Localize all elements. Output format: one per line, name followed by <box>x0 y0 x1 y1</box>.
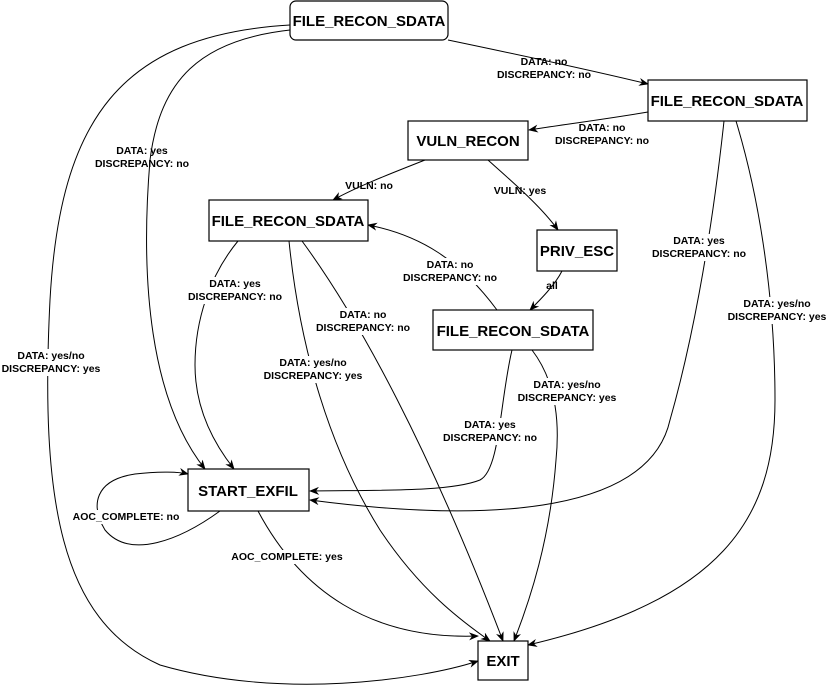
svg-text:AOC_COMPLETE: yes: AOC_COMPLETE: yes <box>231 551 343 563</box>
edge-n3-to-exit-a <box>301 240 504 642</box>
svg-text:DATA: yes/no: DATA: yes/no <box>17 350 84 362</box>
label-exfil-self-loop: AOC_COMPLETE: no <box>68 510 184 524</box>
label-n3-to-exfil: DATA: yes DISCREPANCY: no <box>185 277 285 304</box>
edge-vuln-to-priv <box>487 159 559 231</box>
label-priv-to-n4: all <box>546 280 558 292</box>
label-n1-to-exfil: DATA: yes DISCREPANCY: no <box>95 145 189 170</box>
svg-text:DATA: yes: DATA: yes <box>209 278 261 290</box>
label-n2-to-vuln: DATA: no DISCREPANCY: no <box>555 122 649 147</box>
svg-text:DISCREPANCY: no: DISCREPANCY: no <box>403 272 497 284</box>
svg-text:AOC_COMPLETE: no: AOC_COMPLETE: no <box>73 511 180 523</box>
svg-text:DISCREPANCY: no: DISCREPANCY: no <box>443 432 537 444</box>
svg-text:DISCREPANCY: yes: DISCREPANCY: yes <box>264 370 363 382</box>
svg-text:DATA: no: DATA: no <box>340 309 387 321</box>
svg-text:FILE_RECON_SDATA: FILE_RECON_SDATA <box>293 13 446 30</box>
svg-text:DATA: no: DATA: no <box>427 259 474 271</box>
edge-priv-to-n4 <box>529 270 563 311</box>
svg-text:PRIV_ESC: PRIV_ESC <box>540 243 614 260</box>
edge-n1-to-n2 <box>447 39 649 86</box>
svg-text:DATA: yes/no: DATA: yes/no <box>743 298 810 310</box>
edge-exfil-self-loop <box>96 467 221 546</box>
edge-n4-to-n3 <box>367 222 498 311</box>
edge-n2-to-exit <box>527 120 776 647</box>
edge-exfil-to-exit <box>257 510 479 641</box>
svg-text:EXIT: EXIT <box>486 653 519 670</box>
svg-text:DATA: no: DATA: no <box>521 56 568 68</box>
svg-text:DATA: yes: DATA: yes <box>464 419 516 431</box>
svg-text:DATA: yes: DATA: yes <box>673 235 725 247</box>
svg-text:FILE_RECON_SDATA: FILE_RECON_SDATA <box>651 93 804 110</box>
edge-n2-to-vuln <box>528 111 649 133</box>
node-vuln-recon: VULN_RECON <box>407 120 529 161</box>
svg-text:VULN: yes: VULN: yes <box>494 185 547 197</box>
edge-n3-to-exit-b <box>288 240 491 642</box>
svg-text:DISCREPANCY: no: DISCREPANCY: no <box>652 248 746 260</box>
svg-text:DATA: yes/no: DATA: yes/no <box>533 379 600 391</box>
label-n3-to-exit-a: DATA: no DISCREPANCY: no <box>313 308 413 335</box>
label-n1-to-exit: DATA: yes/no DISCREPANCY: yes <box>0 349 103 376</box>
svg-text:DISCREPANCY: no: DISCREPANCY: no <box>95 158 189 170</box>
svg-text:DISCREPANCY: no: DISCREPANCY: no <box>497 69 591 81</box>
label-vuln-to-priv: VULN: yes <box>494 185 547 197</box>
label-n4-to-exfil: DATA: yes DISCREPANCY: no <box>440 418 540 445</box>
edge-n3-to-exfil <box>194 240 239 470</box>
label-exfil-to-exit: AOC_COMPLETE: yes <box>227 550 347 564</box>
svg-text:DISCREPANCY: yes: DISCREPANCY: yes <box>728 311 827 323</box>
label-n2-to-exit: DATA: yes/no DISCREPANCY: yes <box>726 297 829 324</box>
svg-text:DISCREPANCY: yes: DISCREPANCY: yes <box>2 363 101 375</box>
node-file-recon-sdata-1: FILE_RECON_SDATA <box>289 0 449 41</box>
label-n3-to-exit-b: DATA: yes/no DISCREPANCY: yes <box>261 356 364 383</box>
svg-text:all: all <box>546 280 558 292</box>
svg-text:DATA: yes/no: DATA: yes/no <box>279 357 346 369</box>
svg-text:VULN_RECON: VULN_RECON <box>416 133 519 150</box>
svg-text:VULN: no: VULN: no <box>345 180 393 192</box>
label-n1-to-n2: DATA: no DISCREPANCY: no <box>497 56 591 81</box>
node-priv-esc: PRIV_ESC <box>536 229 618 272</box>
label-vuln-to-n3: VULN: no <box>345 180 393 192</box>
svg-text:DISCREPANCY: yes: DISCREPANCY: yes <box>518 392 617 404</box>
svg-text:DATA: no: DATA: no <box>579 122 626 134</box>
node-file-recon-sdata-2: FILE_RECON_SDATA <box>647 79 808 122</box>
label-n4-to-exit: DATA: yes/no DISCREPANCY: yes <box>515 378 618 405</box>
node-start-exfil: START_EXFIL <box>187 468 310 512</box>
label-n4-to-n3: DATA: no DISCREPANCY: no <box>400 258 500 285</box>
edge-n1-to-exit <box>47 24 479 685</box>
svg-text:DISCREPANCY: no: DISCREPANCY: no <box>316 322 410 334</box>
svg-text:FILE_RECON_SDATA: FILE_RECON_SDATA <box>212 213 365 230</box>
node-file-recon-sdata-4: FILE_RECON_SDATA <box>432 309 594 351</box>
node-exit: EXIT <box>477 640 529 681</box>
edge-n4-to-exfil <box>309 349 513 495</box>
svg-text:FILE_RECON_SDATA: FILE_RECON_SDATA <box>437 323 590 340</box>
node-file-recon-sdata-3: FILE_RECON_SDATA <box>208 199 369 242</box>
svg-text:DISCREPANCY: no: DISCREPANCY: no <box>555 135 649 147</box>
label-n2-to-exfil: DATA: yes DISCREPANCY: no <box>649 234 749 261</box>
edge-n1-to-exfil <box>146 29 291 470</box>
svg-text:START_EXFIL: START_EXFIL <box>198 483 298 500</box>
svg-text:DATA: yes: DATA: yes <box>116 145 168 157</box>
edge-vuln-to-n3 <box>332 159 426 201</box>
svg-text:DISCREPANCY: no: DISCREPANCY: no <box>188 291 282 303</box>
